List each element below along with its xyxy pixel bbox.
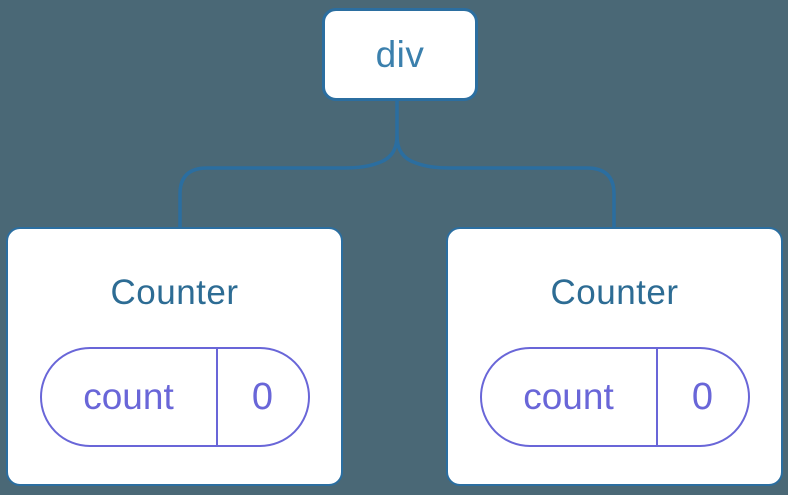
state-pill: count 0	[479, 347, 750, 447]
counter-card-right: Counter count 0	[446, 227, 783, 486]
root-node-label: div	[375, 33, 425, 75]
connector-branch-right	[395, 135, 616, 229]
connector-branch-left	[178, 99, 399, 229]
state-value: 0	[251, 375, 274, 418]
state-key: count	[482, 349, 658, 445]
state-value: 0	[691, 375, 714, 418]
component-title: Counter	[110, 273, 239, 312]
state-pill: count 0	[39, 347, 310, 447]
root-node: div	[322, 8, 478, 101]
state-key: count	[42, 349, 218, 445]
component-title: Counter	[550, 273, 679, 312]
counter-card-left: Counter count 0	[6, 227, 343, 486]
